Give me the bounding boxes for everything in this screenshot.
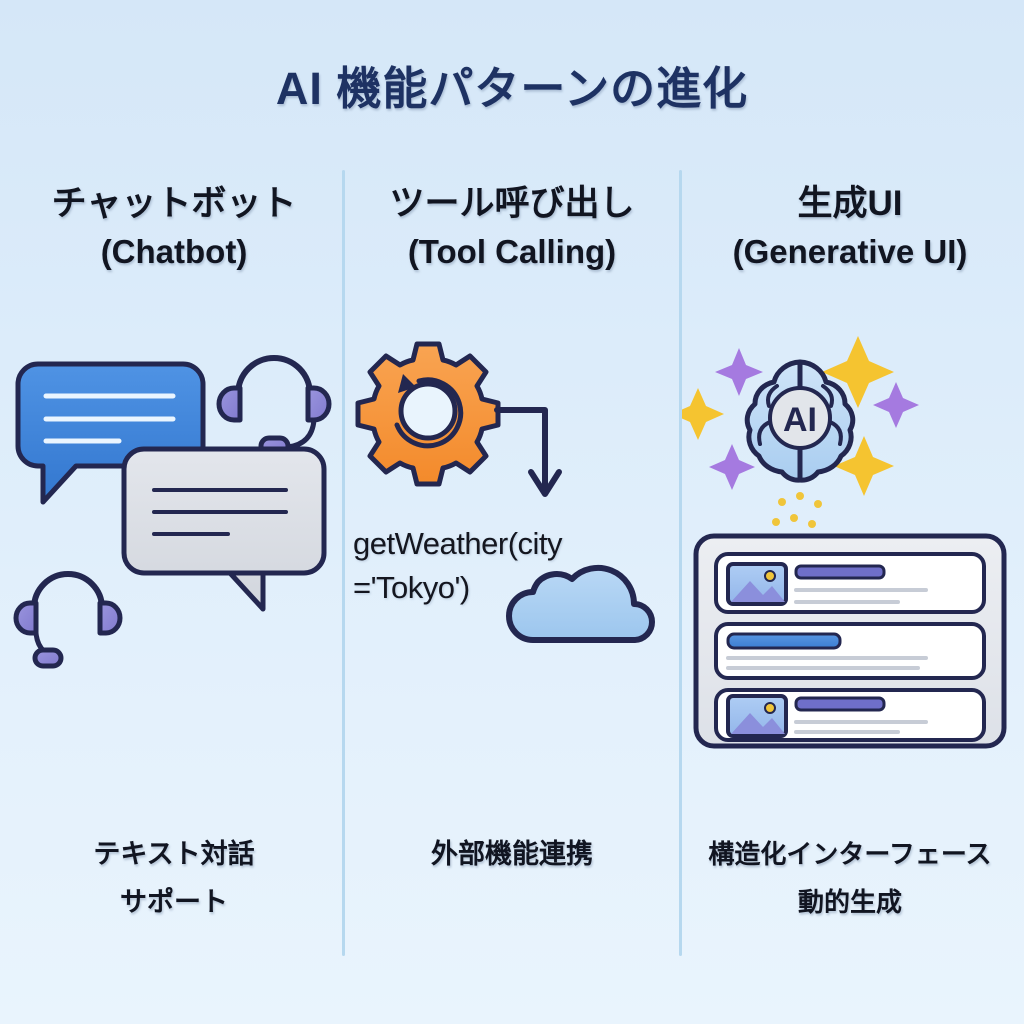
sparkle-icon bbox=[709, 444, 755, 490]
tool-calling-illustration bbox=[345, 330, 679, 830]
sparkle-icon bbox=[834, 436, 894, 496]
column-heading-chatbot: チャットボット (Chatbot) bbox=[6, 180, 342, 276]
heading-ja: チャットボット bbox=[51, 184, 297, 223]
caption-line-1: テキスト対話 bbox=[93, 839, 255, 869]
brain-icon: AI bbox=[744, 359, 856, 483]
chat-bubble-gray-icon bbox=[121, 446, 327, 612]
thumbnail-icon bbox=[726, 562, 788, 606]
column-caption-tool-calling: 外部機能連携 bbox=[345, 830, 679, 878]
sparkle-icon bbox=[873, 382, 919, 428]
chatbot-illustration bbox=[6, 330, 342, 830]
ui-card-row bbox=[714, 688, 986, 742]
caption-line-1: 構造化インターフェース bbox=[708, 839, 992, 869]
cloud-icon bbox=[506, 564, 655, 643]
column-tool-calling: ツール呼び出し (Tool Calling) bbox=[345, 180, 679, 980]
generative-ui-svg: AI bbox=[672, 336, 1007, 749]
column-heading-tool-calling: ツール呼び出し (Tool Calling) bbox=[345, 180, 679, 276]
headset-icon bbox=[216, 355, 332, 457]
sparkle-icon bbox=[672, 388, 724, 440]
ui-card-row bbox=[714, 622, 986, 680]
generative-ui-illustration: AI bbox=[672, 330, 1018, 830]
column-caption-generative-ui: 構造化インターフェース 動的生成 bbox=[682, 830, 1018, 926]
caption-line-2: サポート bbox=[120, 887, 228, 917]
heading-en: (Generative UI) bbox=[732, 233, 968, 270]
column-caption-chatbot: テキスト対話 サポート bbox=[6, 830, 342, 926]
heading-ja: ツール呼び出し bbox=[389, 184, 635, 223]
column-divider-1 bbox=[342, 170, 345, 956]
page-title: AI 機能パターンの進化 bbox=[275, 63, 749, 114]
sparkle-icon bbox=[822, 336, 894, 408]
heading-ja: 生成UI bbox=[797, 184, 903, 223]
tool-call-code: getWeather(city ='Tokyo') bbox=[353, 522, 643, 610]
caption-line-2: 動的生成 bbox=[797, 887, 902, 917]
ui-card-row bbox=[714, 552, 986, 614]
caption-line-1: 外部機能連携 bbox=[431, 839, 593, 869]
heading-en: (Chatbot) bbox=[100, 233, 248, 270]
heading-en: (Tool Calling) bbox=[407, 233, 617, 270]
column-heading-generative-ui: 生成UI (Generative UI) bbox=[682, 180, 1018, 276]
ui-card-list bbox=[693, 533, 1007, 749]
column-chatbot: チャットボット (Chatbot) bbox=[6, 180, 342, 980]
column-generative-ui: 生成UI (Generative UI) bbox=[672, 180, 1018, 980]
chatbot-svg bbox=[13, 355, 332, 669]
code-line-2: ='Tokyo') bbox=[353, 570, 470, 605]
brain-ai-label: AI bbox=[783, 401, 817, 439]
gear-icon bbox=[355, 341, 501, 487]
headset-icon bbox=[13, 571, 123, 669]
sparkle-icon bbox=[715, 348, 763, 396]
code-line-1: getWeather(city bbox=[353, 526, 563, 561]
thumbnail-icon bbox=[726, 694, 788, 738]
column-divider-2 bbox=[679, 170, 682, 956]
elbow-arrow-icon bbox=[494, 407, 562, 497]
tool-calling-svg bbox=[355, 341, 655, 643]
